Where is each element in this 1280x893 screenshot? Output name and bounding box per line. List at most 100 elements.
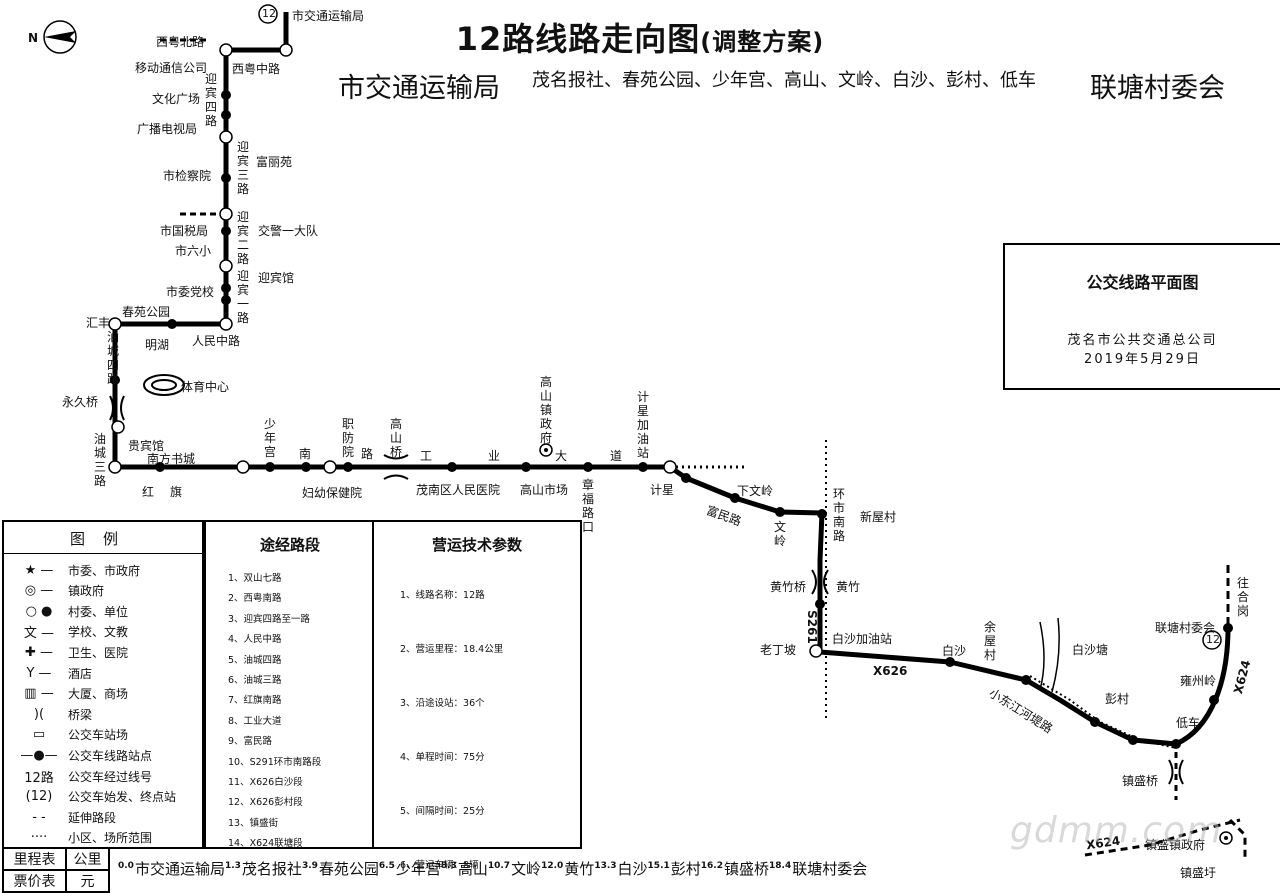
map-label: 老丁坡 [760,643,797,657]
legend-label: 公交车经过线号 [68,769,153,784]
legend-label: 桥梁 [68,707,93,722]
legend-item: )(桥梁 [10,704,92,724]
map-label: 迎宾二路 [236,210,249,266]
legend-symbol-icon: ···· [30,830,48,846]
stop-name: 镇盛桥 [724,860,770,878]
stop-name: 联塘村委会 [792,860,868,878]
legend-symbol-icon: (12) [25,789,53,805]
map-label: 镇盛圩 [1180,866,1217,880]
compass-icon [43,20,77,54]
map-label: 往合岗 [1236,576,1249,618]
bridge-icon [109,395,1184,785]
legend-item: —●—公交车线路站点 [10,745,152,765]
map-label: 道 [610,449,623,463]
stop-km: 12.0 [541,861,564,871]
map-label: 市委党校 [166,285,215,299]
stop-markers-hollow [108,43,823,658]
watermark: gdmm.com [1010,810,1223,851]
segment-item: 9、富民路 [228,736,273,748]
map-label: 南方书城 [147,452,196,466]
plan-credits: 茂名市公共交通总公司 2019年5月29日 [1005,331,1280,369]
map-label: 少年宫 [263,417,276,459]
map-label: 迎宾三路 [236,140,249,196]
stadium-icon [143,374,185,396]
map-label: 迎宾馆 [258,271,295,285]
stop-name: 文岭 [511,860,542,878]
footer-table: 里程表公里 票价表元 [1,847,110,893]
legend-item: ▭ 公交车站场 [10,725,128,745]
stop-name: 少年宫 [395,860,441,878]
legend-label: 市委、市政府 [68,563,141,578]
map-label: 市国税局 [160,224,209,238]
map-label: 红旗 [142,485,199,499]
legend-title: 图例 [4,528,202,554]
map-label: 广播电视局 [137,122,198,136]
mileage-row: 0.0市交通运输局1.3茂名报社3.9春苑公园6.5少年宫8.3高山10.7文岭… [118,858,867,879]
map-label: 余屋村 [983,620,996,662]
company-name: 茂名市公共交通总公司 [1067,333,1218,348]
segments-title: 途经路段 [259,536,320,554]
map-label: 文化广场 [152,92,201,106]
map-label: 西粤中路 [232,62,281,76]
param-item: 6、营运车辆：8辆 [400,860,479,871]
legend-symbol-icon: —●— [20,747,58,763]
stop-name: 黄竹 [564,860,595,878]
legend-symbol-icon: - - [32,809,46,825]
legend-label: 公交车站场 [68,728,129,743]
map-label: S261 [804,610,819,644]
map-label: 白沙塘 [1072,643,1109,657]
params-title: 营运技术参数 [431,536,522,554]
stop-km: 6.5 [378,861,395,871]
map-label: 白沙 [942,644,967,658]
stop-km: 13.3 [594,861,617,871]
map-label: 计星加油站 [636,390,649,460]
map-label: 茂南区人民医院 [416,483,501,497]
legend-item: (12)公交车始发、终点站 [10,787,176,807]
legend-symbol-icon: ★ — [24,562,54,578]
map-label: 市检察院 [163,169,212,183]
map-label: 南 [299,447,312,461]
legend-label: 学校、文教 [68,625,129,640]
segment-item: 10、S291环市南路段 [228,756,322,768]
map-label: 人民中路 [192,334,241,348]
map-label: 白沙加油站 [832,632,893,646]
legend-panel: 图例 ★ —市委、市政府◎ —镇政府○ ●村委、单位文 —学校、文教✚ —卫生、… [2,520,204,849]
stop-km: 15.1 [647,861,670,871]
param-item: 1、线路名称：12路 [400,590,485,601]
plan-info-box: 公交线路平面图 茂名市公共交通总公司 2019年5月29日 [1003,243,1280,390]
map-label: 联塘村委会 [1155,621,1216,635]
river-embankment [1029,675,1177,749]
map-label: 贵宾馆 [128,439,165,453]
legend-symbol-icon: ▭ [32,727,46,743]
segment-item: 8、工业大道 [228,715,282,727]
legend-item: ✚ —卫生、医院 [10,642,128,662]
param-item: 2、营运里程：18.4公里 [400,644,504,655]
param-item: 5、间隔时间：25分 [400,806,485,817]
stop-name: 白沙 [617,860,648,878]
stop-km: 3.9 [301,861,318,871]
map-label: 文岭 [773,520,786,548]
stop-km: 10.7 [487,861,511,871]
map-label: 春苑公园 [122,305,171,319]
fare-label: 票价表 [1,869,68,893]
legend-item: - -延伸路段 [10,807,116,827]
map-label: 市交通运输局 [292,9,365,23]
legend-item: ○ ●村委、单位 [10,601,128,621]
segment-item: 12、X626彭村段 [228,797,303,809]
stop-name: 春苑公园 [318,860,379,878]
segment-item: 4、人民中路 [228,634,282,646]
map-label: 路 [361,447,374,461]
stop-name: 高山 [457,860,488,878]
plan-title: 公交线路平面图 [1086,273,1199,292]
map-label: 迎宾一路 [236,269,249,325]
legend-symbol-icon: ✚ — [24,644,54,660]
map-title: 12路线路走向图(调整方案) [0,14,1280,60]
stop-km: 1.3 [224,861,241,871]
map-label: 明湖 [145,338,170,352]
legend-label: 小区、场所范围 [68,831,153,846]
